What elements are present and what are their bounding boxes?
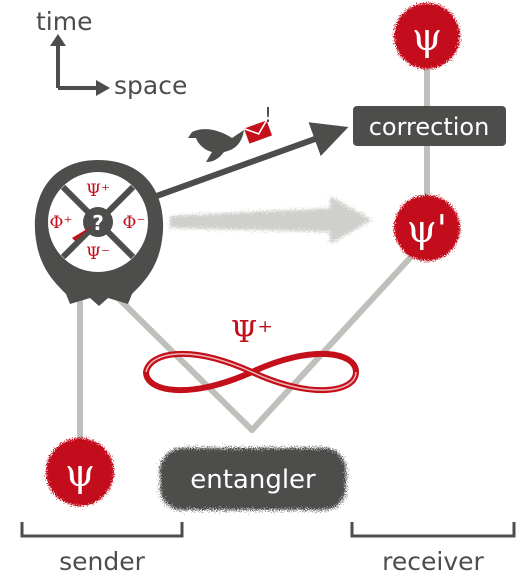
entangler-left-line <box>115 295 255 433</box>
needle-icon <box>72 226 92 241</box>
time-arrow-icon <box>50 34 66 46</box>
space-label: space <box>114 71 187 100</box>
message-exclaim: ! <box>264 103 272 127</box>
message-bird: ! <box>188 103 272 162</box>
entangler-node: entangler <box>160 448 346 510</box>
bird-icon <box>188 129 244 162</box>
bell-state-left: Φ⁺ <box>50 213 73 233</box>
psi-prime-label: ψ' <box>407 207 447 251</box>
bell-state-right: Φ⁻ <box>123 213 146 233</box>
envelope-icon <box>243 119 273 144</box>
bell-state-bottom: Ψ⁻ <box>86 244 110 264</box>
classical-channel-arrow <box>138 122 349 205</box>
entangled-state-label: Ψ⁺ <box>231 315 273 350</box>
axes-indicator: time space <box>36 7 187 100</box>
measurement-center: ? <box>92 211 104 235</box>
psi-sender-label: ψ <box>65 451 95 495</box>
sender-label: sender <box>59 547 146 576</box>
entangler-right-line <box>249 255 413 433</box>
space-arrow-icon <box>96 80 110 96</box>
spray-arrow <box>170 196 372 244</box>
entangler-label: entangler <box>190 465 316 495</box>
psi-top-label: ψ <box>412 15 442 59</box>
correction-label: correction <box>369 113 490 141</box>
time-label: time <box>36 7 92 36</box>
entanglement-ribbon: Ψ⁺ <box>143 315 359 393</box>
bell-state-top: Ψ⁺ <box>86 181 110 201</box>
sender-bracket: sender <box>20 522 184 576</box>
bell-measurement-device: ? Ψ⁺ Φ⁺ Φ⁻ Ψ⁻ <box>34 160 164 306</box>
receiver-label: receiver <box>382 547 484 576</box>
psi-prime-node: ψ' <box>394 195 460 261</box>
psi-top-node: ψ <box>394 3 460 69</box>
correction-box: correction <box>353 106 506 146</box>
receiver-bracket: receiver <box>350 522 516 576</box>
psi-sender-node: ψ <box>46 438 114 506</box>
